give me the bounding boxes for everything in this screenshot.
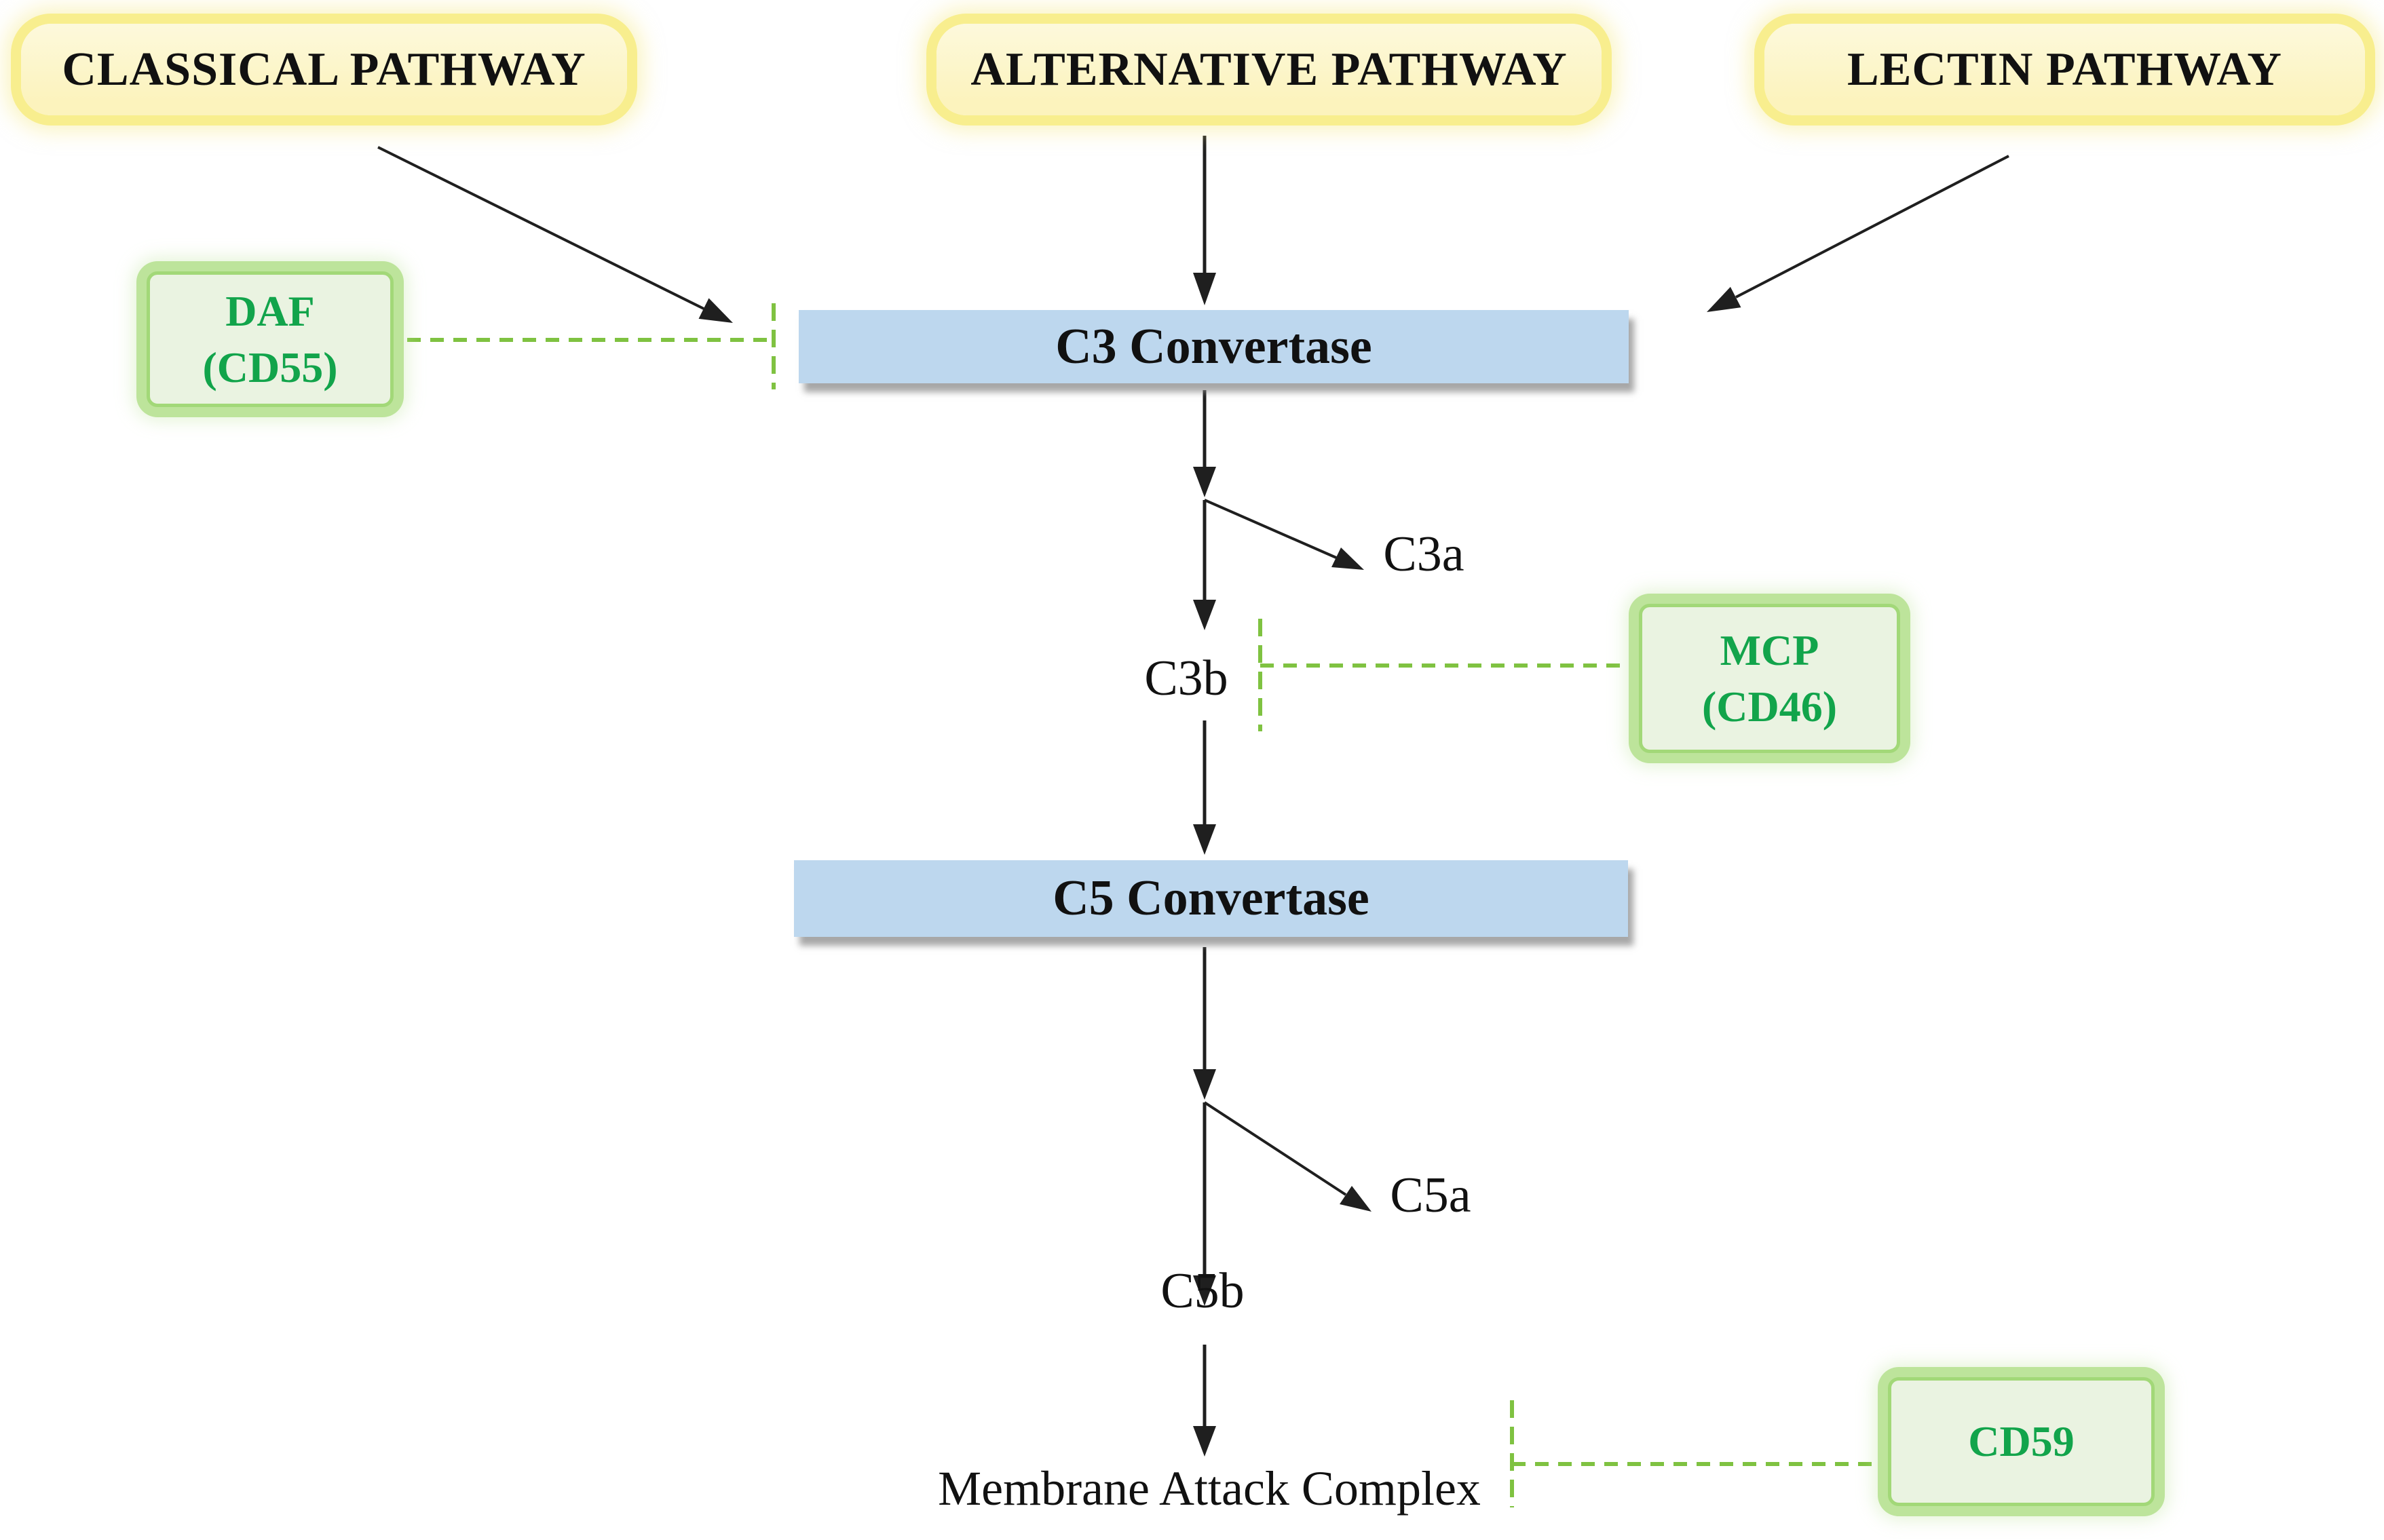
- arrow-split-to-c3b: [1193, 500, 1216, 630]
- pathway-label-lectin: LECTIN PATHWAY: [1847, 43, 2282, 96]
- label-membrane-attack-complex: Membrane Attack Complex: [938, 1461, 1481, 1516]
- regulator-daf-line1: DAF: [225, 286, 315, 335]
- regulator-cd59-line1: CD59: [1968, 1417, 2075, 1466]
- regulator-box-daf: DAF (CD55): [147, 271, 394, 407]
- c5-convertase-label: C5 Convertase: [1053, 870, 1369, 926]
- label-c3b: C3b: [1144, 650, 1228, 706]
- pathway-label-alternative: ALTERNATIVE PATHWAY: [970, 43, 1568, 96]
- pathway-label-classical: CLASSICAL PATHWAY: [62, 43, 586, 96]
- arrow-split-to-c5a: [1203, 1101, 1371, 1212]
- regulator-box-cd59: CD59: [1888, 1377, 2155, 1506]
- pathway-box-alternative: ALTERNATIVE PATHWAY: [936, 24, 1602, 115]
- arrow-lectin-to-c3-convertase: [1707, 155, 2009, 312]
- inhibit-line-daf-to-c3-convertase: [407, 303, 776, 389]
- label-c5a: C5a: [1390, 1167, 1471, 1223]
- arrow-split-to-c3a: [1204, 499, 1364, 570]
- regulator-mcp-line2: (CD46): [1701, 682, 1838, 731]
- inhibit-line-cd59-to-mac: [1510, 1400, 1888, 1507]
- arrow-c5b-to-mac: [1193, 1345, 1216, 1457]
- c3-convertase-label: C3 Convertase: [1055, 318, 1372, 374]
- pathway-box-lectin: LECTIN PATHWAY: [1764, 24, 2365, 115]
- arrow-split-to-c5b: [1193, 1102, 1216, 1306]
- arrow-c3-convertase-to-split: [1193, 390, 1216, 497]
- arrow-alternative-to-c3-convertase: [1193, 136, 1216, 305]
- inhibit-line-mcp-to-c3b: [1258, 619, 1639, 731]
- arrow-classical-to-c3-convertase: [377, 146, 733, 323]
- regulator-daf-line2: (CD55): [202, 343, 338, 391]
- regulator-mcp-line1: MCP: [1720, 625, 1819, 674]
- c5-convertase-box: C5 Convertase: [794, 860, 1628, 937]
- arrow-c3b-to-c5-convertase: [1193, 720, 1216, 855]
- c3-convertase-box: C3 Convertase: [799, 310, 1629, 383]
- label-c3a: C3a: [1383, 526, 1464, 582]
- arrow-c5-convertase-to-split: [1193, 947, 1216, 1100]
- label-c5b: C5b: [1160, 1263, 1245, 1319]
- pathway-box-classical: CLASSICAL PATHWAY: [21, 24, 627, 115]
- regulator-box-mcp: MCP (CD46): [1639, 604, 1900, 753]
